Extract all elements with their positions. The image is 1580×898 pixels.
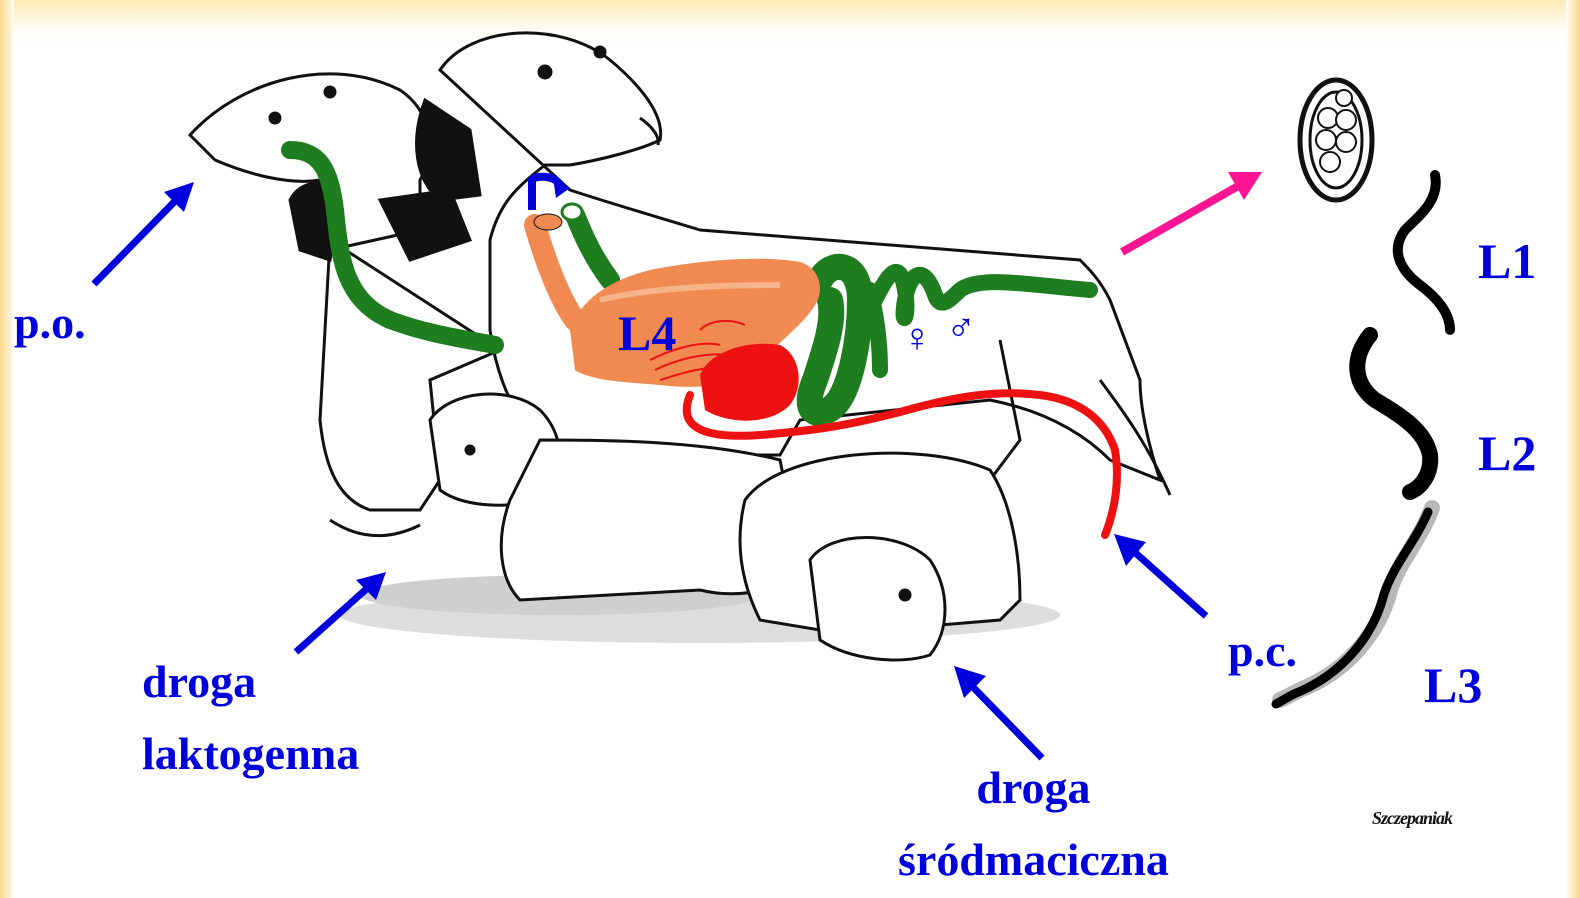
label-route-transplacental: droga śródmaciczna	[898, 752, 1169, 896]
egg-icon	[1300, 80, 1372, 200]
larva-l2-icon	[1357, 335, 1430, 492]
arrow-transplacental-icon	[954, 666, 1042, 758]
label-stage-l1: L1	[1478, 236, 1536, 286]
author-signature: Szczepaniak	[1372, 808, 1452, 829]
female-symbol-icon: ♀	[902, 318, 932, 358]
label-route-transplacental-line1: droga	[898, 752, 1169, 824]
label-route-oral: p.o.	[14, 300, 86, 346]
label-stage-l2: L2	[1478, 428, 1536, 478]
label-route-lactogenic-line1: droga	[142, 646, 359, 718]
larva-l3-icon	[1276, 508, 1432, 704]
arrow-oral-icon	[94, 182, 194, 284]
male-symbol-icon: ♂	[946, 308, 976, 348]
larva-l1-icon	[1398, 175, 1450, 330]
arrow-percutaneous-icon	[1114, 534, 1206, 616]
label-stage-l4: L4	[618, 308, 676, 358]
label-route-lactogenic-line2: laktogenna	[142, 718, 359, 790]
label-stage-l3: L3	[1424, 660, 1482, 710]
label-route-transplacental-line2: śródmaciczna	[898, 824, 1169, 896]
egg-output-arrow-icon	[1122, 172, 1262, 252]
label-route-lactogenic: droga laktogenna	[142, 646, 359, 790]
label-route-percutaneous: p.c.	[1228, 628, 1297, 674]
